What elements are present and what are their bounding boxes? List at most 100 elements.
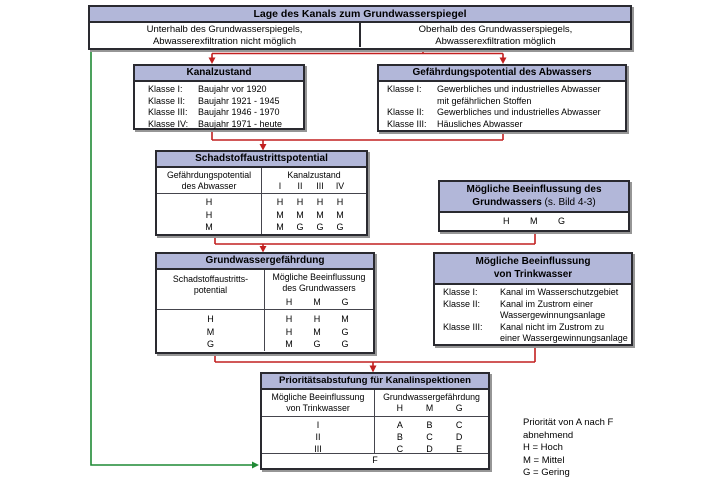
matrix-cell: E: [456, 444, 463, 454]
box-title: Lage des Kanals zum Grundwasserspiegel: [90, 7, 630, 23]
prioritaet-table-body: I II III A B C B C D C: [262, 417, 488, 454]
matrix-cell: H: [296, 197, 304, 207]
matrix-cell: G: [316, 222, 324, 232]
matrix-cell: H: [276, 197, 284, 207]
col1-header: Schadstoffaustritts- potential: [157, 270, 265, 309]
matrix-cell: D: [455, 432, 463, 442]
legend-line: abnehmend: [523, 429, 574, 441]
box-kanalzustand: Kanalzustand Klasse I: Baujahr vor 1920 …: [133, 64, 305, 130]
matrix-cell: A: [396, 420, 403, 430]
box-title-line2: von Trinkwasser: [493, 268, 573, 280]
box-title: Kanalzustand: [135, 66, 303, 82]
footer-priority-f: F: [262, 453, 488, 467]
class-value-line1: Kanal im Zustrom einer: [500, 298, 594, 309]
col1-values: H H M: [157, 194, 262, 234]
col1-header: Mögliche Beeinflussung von Trinkwasser: [262, 390, 375, 416]
col2-header: Grundwassergefährdung H M G: [375, 390, 488, 416]
box-abwasserpotential: Gefährdungspotential des Abwassers Klass…: [377, 64, 627, 132]
legend-line: H = Hoch: [523, 442, 563, 453]
box-title: Schadstoffaustrittspotential: [157, 152, 366, 168]
kanalzustand-list: Klasse I: Baujahr vor 1920 Klasse II: Ba…: [135, 82, 303, 130]
prioritaet-table-header: Mögliche Beeinflussung von Trinkwasser G…: [262, 390, 488, 417]
matrix-cell: G: [336, 222, 344, 232]
class-value: Baujahr 1971 - heute: [198, 118, 283, 129]
box-title: Gefährdungspotential des Abwassers: [379, 66, 625, 82]
class-row: Klasse IV: Baujahr 1971 - heute: [148, 119, 303, 131]
matrix-cell: M: [285, 339, 293, 349]
matrix-cell: C: [426, 432, 433, 442]
matrix-cell: H: [285, 326, 293, 337]
subcol-label: H: [396, 402, 403, 413]
col2-header-line2: des Grundwassers: [282, 282, 356, 293]
cell-unterhalb: Unterhalb des Grundwasserspiegels, Abwas…: [90, 23, 359, 47]
class-value: Baujahr vor 1920: [198, 84, 267, 94]
col1-header-line1: Schadstoffaustritts-: [172, 274, 249, 284]
row-label: H: [205, 197, 213, 207]
matrix-cell: M: [316, 209, 324, 220]
class-value-line1: Gewerbliches und industrielles Abwasser: [437, 107, 601, 117]
class-label: Klasse II:: [148, 95, 186, 106]
class-label: Klasse III:: [148, 107, 188, 117]
class-row: Klasse I: Kanal im Wasserschutzgebiet: [443, 287, 631, 299]
box-title: Mögliche Beeinflussung von Trinkwasser: [435, 254, 631, 285]
green-arrowhead-footer: [252, 461, 259, 469]
prioritaet-table: Mögliche Beeinflussung von Trinkwasser G…: [262, 390, 488, 467]
col2-header: Kanalzustand I II III IV: [262, 168, 366, 193]
trinkwasser-list: Klasse I: Kanal im Wasserschutzgebiet Kl…: [435, 285, 631, 345]
row-label: II: [315, 432, 321, 442]
col1-header-line1: Mögliche Beeinflussung: [271, 392, 365, 402]
abwasser-list: Klasse I: Gewerbliches und industrielles…: [379, 82, 625, 130]
class-label: Klasse II:: [387, 107, 425, 117]
schadstoff-table: Gefährdungspotential des Abwasser Kanalz…: [157, 168, 366, 234]
matrix-cell: G: [313, 339, 321, 349]
subcol-label: G: [455, 402, 463, 413]
box-title: Prioritätsabstufung für Kanalinspektione…: [262, 374, 488, 390]
matrix-cell: G: [341, 339, 349, 349]
col1-values: H M G: [157, 310, 265, 351]
gwgefaehrdung-table-header: Schadstoffaustritts- potential Mögliche …: [157, 270, 373, 310]
schadstoff-table-header: Gefährdungspotential des Abwasser Kanalz…: [157, 168, 366, 194]
matrix-cell: H: [316, 197, 324, 207]
col1-header-line2: von Trinkwasser: [286, 402, 350, 413]
box-trinkwasserbeeinflussung: Mögliche Beeinflussung von Trinkwasser K…: [433, 252, 633, 346]
class-label: Klasse III:: [443, 321, 483, 332]
row-label: H: [207, 314, 214, 324]
row-label: G: [206, 339, 214, 349]
red-connector-to-schadstoff: [211, 130, 504, 145]
class-row: Klasse III: Kanal nicht im Zustrom zu ei…: [443, 322, 631, 345]
col2-subcolumns: H M G: [375, 403, 488, 414]
legend: Priorität von A nach F abnehmend H = Hoc…: [523, 417, 613, 480]
row-label: H: [205, 209, 213, 220]
box-title: Grundwassergefährdung: [157, 254, 373, 270]
matrix-cell: H: [336, 197, 344, 207]
class-value-line2: einer Wassergewinnungsanlage: [500, 333, 628, 343]
class-label: Klasse I:: [387, 84, 422, 94]
box-lage-des-kanals: Lage des Kanals zum Grundwasserspiegel U…: [88, 5, 632, 50]
subcol-label: M: [313, 297, 321, 307]
matrix-values: H H H H M M M M M G G G: [262, 194, 366, 234]
box-title-line1: Mögliche Beeinflussung: [475, 256, 591, 267]
class-row: Klasse II: Baujahr 1921 - 1945: [148, 96, 303, 108]
matrix-cell: H: [313, 314, 321, 324]
matrix-row: B C D: [375, 431, 488, 443]
cell-oberhalb: Oberhalb des Grundwasserspiegels, Abwass…: [359, 23, 630, 47]
col2-header-title: Kanalzustand: [287, 170, 341, 180]
class-value-line2: Wassergewinnungsanlage: [500, 310, 606, 320]
row-label: I: [316, 420, 320, 430]
row-label: M: [205, 222, 213, 232]
matrix-row: H M G: [265, 326, 373, 339]
matrix-cell: G: [296, 222, 304, 232]
matrix-cell: H: [285, 314, 293, 324]
lage-cells: Unterhalb des Grundwasserspiegels, Abwas…: [90, 23, 630, 47]
subcol-label: G: [341, 297, 349, 307]
box-title-note: (s. Bild 4-3): [541, 196, 596, 208]
matrix-values: A B C B C D C D E: [375, 417, 488, 454]
subcol-label: I: [278, 180, 282, 191]
box-title: Mögliche Beeinflussung des Grundwassers …: [440, 182, 628, 213]
class-label: Klasse I:: [443, 287, 478, 297]
class-value-line2: mit gefährlichen Stoffen: [437, 95, 532, 106]
col2-header: Mögliche Beeinflussung des Grundwassers …: [265, 270, 373, 309]
matrix-row: M G G: [265, 338, 373, 351]
subcol-label: M: [425, 402, 434, 413]
